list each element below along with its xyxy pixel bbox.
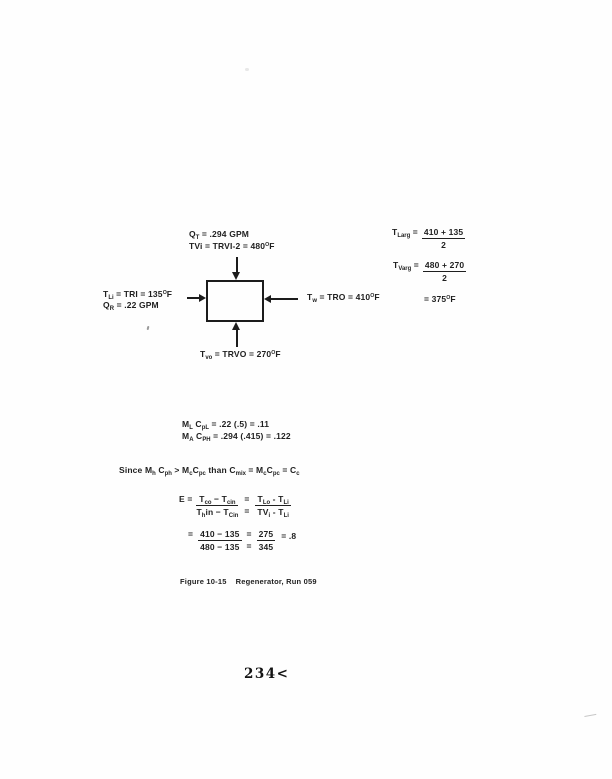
temp-ratio-fraction-2: TLo - TLi TVi - TLi <box>255 494 291 519</box>
equals-sign: = <box>244 505 250 516</box>
flow-rate-qt-text: QT = .294 GPM <box>189 229 250 241</box>
numeric-fraction: 410 − 135 480 − 135 <box>198 529 242 553</box>
arrow-shaft <box>270 298 298 300</box>
equals-column: = = <box>247 529 252 552</box>
vapor-inlet-label: QT = .294 GPM TVi = TRVI-2 = 480OF <box>189 229 275 252</box>
arrow-head <box>199 293 206 302</box>
arrow-head <box>264 294 271 303</box>
effectiveness-row-2: = 410 − 135 480 − 135 = = 275 345 = .8 <box>188 529 296 553</box>
t-vavg-equation: TVarg = 480 + 270 2 <box>393 260 467 284</box>
scan-artifact <box>245 68 249 71</box>
fraction-numerator: Tco − Tcin <box>196 494 239 506</box>
t-vavg-result: = 375OF <box>424 294 456 304</box>
fraction-numerator: 410 − 135 <box>198 529 242 541</box>
fraction-denominator: TVi - TLi <box>257 507 289 519</box>
water-temp-text: Tw = TRO = 410OF <box>307 292 380 304</box>
page-number: 234< <box>244 666 290 682</box>
arrow-head <box>232 272 241 280</box>
liquid-inlet-temp-text: TLi = TRI = 135OF <box>103 289 173 301</box>
ma-cph-equation: MA CPH = .294 (.415) = .122 <box>182 430 291 443</box>
figure-title: Regenerator, Run 059 <box>235 577 317 586</box>
liquid-inlet-label: TLi = TRI = 135OF QR = .22 GPM <box>103 289 173 312</box>
regenerator-box <box>206 280 264 322</box>
effectiveness-lhs: E = <box>179 494 193 504</box>
fraction-denominator: 480 − 135 <box>200 542 240 552</box>
equals-sign: = <box>188 529 194 539</box>
scan-artifact <box>583 709 597 718</box>
scan-artifact <box>146 325 150 331</box>
fraction-numerator: 480 + 270 <box>422 260 467 272</box>
t-vavg-fraction: 480 + 270 2 <box>422 260 467 284</box>
effectiveness-row-1: E = Tco − Tcin Thin − TCin = = TLo - TLi… <box>179 494 291 519</box>
arrow-shaft <box>187 297 200 299</box>
fraction-denominator: Thin − TCin <box>196 507 239 519</box>
vapor-inlet-temp-text: TVi = TRVI-2 = 480OF <box>189 240 275 251</box>
fraction-denominator: 345 <box>258 542 274 552</box>
figure-number: Figure 10-15 <box>180 577 227 586</box>
temp-ratio-fraction: Tco − Tcin Thin − TCin <box>196 494 239 519</box>
arrow-head <box>232 322 241 330</box>
equals-column: = = <box>244 494 249 517</box>
equals-sign: = <box>244 494 250 504</box>
effectiveness-result: = .8 <box>281 531 297 541</box>
arrow-shaft <box>236 257 238 274</box>
equals-sign: = <box>246 529 252 539</box>
arrow-shaft <box>236 330 238 347</box>
fraction-numerator: 410 + 135 <box>421 227 466 239</box>
figure-caption: Figure 10-15 Regenerator, Run 059 <box>180 577 317 586</box>
vapor-outlet-temp-text: Tvo = TRVO = 270OF <box>200 349 281 361</box>
fraction-numerator: TLo - TLi <box>255 494 291 506</box>
fraction-denominator: 2 <box>441 240 446 250</box>
numeric-fraction-2: 275 345 <box>256 529 276 553</box>
vapor-outlet-label: Tvo = TRVO = 270OF <box>200 349 281 361</box>
capacity-lines: ML CpL = .22 (.5) = .11 MA CPH = .294 (.… <box>182 419 291 442</box>
t-lavg-fraction: 410 + 135 2 <box>421 227 466 251</box>
t-vavg-label: TVarg = <box>393 260 419 272</box>
ml-cpl-equation: ML CpL = .22 (.5) = .11 <box>182 419 270 431</box>
equals-sign: = <box>246 540 252 551</box>
flow-rate-qr-text: QR = .22 GPM <box>103 299 159 312</box>
fraction-denominator: 2 <box>442 273 447 283</box>
water-outlet-label: Tw = TRO = 410OF <box>307 292 380 304</box>
t-lavg-label: TLarg = <box>392 227 418 239</box>
t-lavg-equation: TLarg = 410 + 135 2 <box>392 227 466 251</box>
fraction-numerator: 275 <box>256 529 276 541</box>
since-statement: Since Mh Cph > McCpc than Cmix = McCpc =… <box>119 465 300 477</box>
